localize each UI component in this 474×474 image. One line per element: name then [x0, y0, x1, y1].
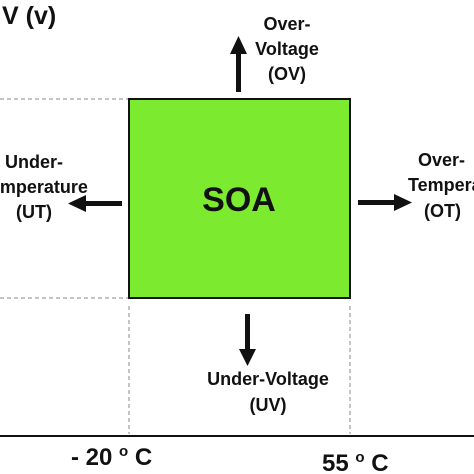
y-axis-label: V (v)	[2, 2, 56, 30]
over-temperature-label-line3: (OT)	[424, 201, 461, 221]
x-tick-high: 55 o C	[322, 441, 389, 474]
under-temperature-label-line3: (UT)	[16, 202, 52, 222]
under-voltage-arrow	[239, 314, 256, 366]
over-temperature-label-line2: Temperature	[408, 175, 474, 195]
x-tick-high-value: 55	[322, 450, 349, 474]
under-voltage-label-line2: (UV)	[250, 395, 287, 415]
over-temperature-label-line1: Over-	[418, 150, 465, 170]
over-voltage-label-line1: Over-	[263, 14, 310, 34]
soa-box	[128, 98, 351, 299]
over-temperature-arrow	[358, 194, 412, 211]
x-tick-low-value: - 20	[71, 444, 112, 471]
dashed-guides	[0, 98, 351, 434]
under-temperature-label-line2: Temperature	[0, 177, 88, 197]
soa-label: SOA	[202, 181, 276, 219]
over-voltage-label-line3: (OV)	[268, 64, 306, 84]
x-tick-high-unit: C	[371, 450, 388, 474]
x-tick-low: - 20 o C	[71, 435, 152, 471]
over-voltage-arrow	[230, 36, 247, 92]
under-temperature-label-line1: Under-	[5, 152, 63, 172]
under-temperature-arrow	[68, 195, 122, 212]
x-tick-high-degree: o	[355, 449, 364, 466]
over-voltage-label-line2: Voltage	[255, 39, 319, 59]
x-tick-low-degree: o	[119, 443, 128, 460]
x-tick-low-unit: C	[135, 444, 152, 471]
under-voltage-label-line1: Under-Voltage	[207, 369, 329, 389]
